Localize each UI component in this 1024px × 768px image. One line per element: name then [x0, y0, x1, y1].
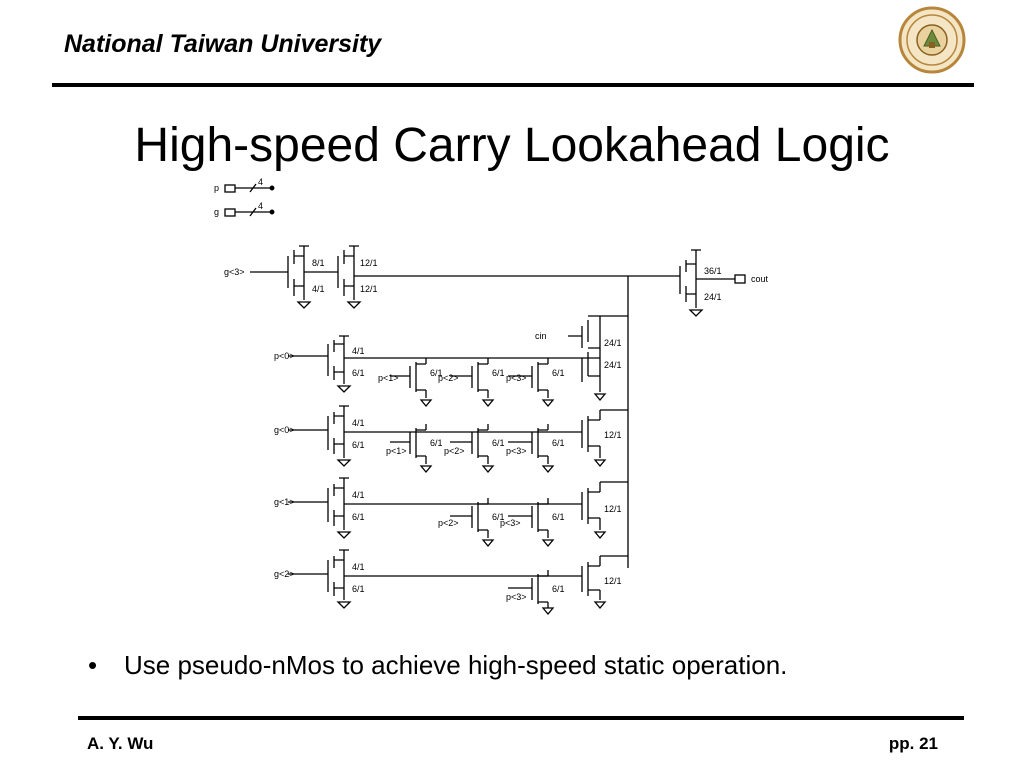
cin-n-size: 24/1 [604, 360, 622, 370]
row3-series-p2-size: 6/1 [492, 512, 505, 522]
inv2-p-size: 12/1 [360, 258, 378, 268]
bus-g-width: 4 [258, 201, 263, 211]
row3-bottom-size: 6/1 [352, 512, 365, 522]
row1-series-p3-size: 6/1 [552, 368, 565, 378]
row1-series-p1: p<1> [378, 373, 399, 383]
row1-series-p1-size: 6/1 [430, 368, 443, 378]
row2-series-p1-size: 6/1 [430, 438, 443, 448]
row2-nmos-size: 12/1 [604, 430, 622, 440]
row1-top-size: 4/1 [352, 346, 365, 356]
row4-series-p3-size: 6/1 [552, 584, 565, 594]
input-g3-label: g<3> [224, 267, 245, 277]
header-title: National Taiwan University [64, 30, 382, 58]
row2-series-p2-size: 6/1 [492, 438, 505, 448]
row4-input-label: g<2> [274, 569, 295, 579]
row1-input-label: p<0> [274, 351, 295, 361]
out-p-size: 36/1 [704, 266, 722, 276]
cin-label: cin [535, 331, 547, 341]
footer-divider [78, 716, 964, 720]
row4-nmos-size: 12/1 [604, 576, 622, 586]
row1-series-p2-size: 6/1 [492, 368, 505, 378]
output-cout-label: cout [751, 274, 769, 284]
row3-top-size: 4/1 [352, 490, 365, 500]
header-divider [52, 83, 974, 87]
slide-title: High-speed Carry Lookahead Logic [134, 119, 890, 172]
row4-series-p3: p<3> [506, 592, 527, 602]
row3-series-p3: p<3> [500, 518, 521, 528]
row1-series-p3: p<3> [506, 373, 527, 383]
out-n-size: 24/1 [704, 292, 722, 302]
row2-series-p1: p<1> [386, 446, 407, 456]
bus-g-label: g [214, 207, 219, 217]
row4-top-size: 4/1 [352, 562, 365, 572]
bullet-marker: • [88, 650, 98, 680]
row1-bottom-size: 6/1 [352, 368, 365, 378]
row4-bottom-size: 6/1 [352, 584, 365, 594]
row2-top-size: 4/1 [352, 418, 365, 428]
row2-series-p3-size: 6/1 [552, 438, 565, 448]
inv1-n-size: 4/1 [312, 284, 325, 294]
row2-series-p2: p<2> [444, 446, 465, 456]
row2-input-label: g<0> [274, 425, 295, 435]
bus-p-label: p [214, 183, 219, 193]
row3-series-p2: p<2> [438, 518, 459, 528]
university-seal-icon [898, 6, 966, 74]
bullet-text: Use pseudo-nMos to achieve high-speed st… [124, 650, 788, 680]
inv1-p-size: 8/1 [312, 258, 325, 268]
bullet-item: • Use pseudo-nMos to achieve high-speed s… [88, 650, 787, 681]
row3-series-p3-size: 6/1 [552, 512, 565, 522]
row2-bottom-size: 6/1 [352, 440, 365, 450]
carry-lookahead-circuit-diagram: p 4 g 4 g<3> 8/1 4/1 12/1 12/1 36/1 24/1… [214, 177, 769, 616]
row1-series-p2: p<2> [438, 373, 459, 383]
row3-input-label: g<1> [274, 497, 295, 507]
footer-page-number: pp. 21 [888, 734, 938, 753]
cin-p-size: 24/1 [604, 338, 622, 348]
bus-p-width: 4 [258, 177, 263, 187]
footer-author: A. Y. Wu [87, 734, 154, 753]
inv2-n-size: 12/1 [360, 284, 378, 294]
row2-series-p3: p<3> [506, 446, 527, 456]
row3-nmos-size: 12/1 [604, 504, 622, 514]
